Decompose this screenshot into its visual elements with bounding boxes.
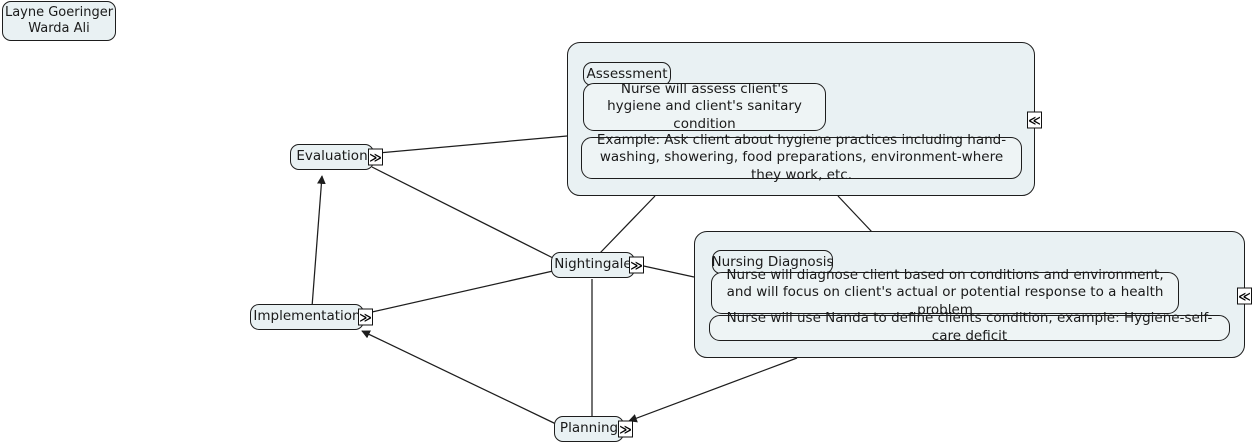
edge-assessment-nursingdiagnosis xyxy=(837,195,873,233)
panel-assessment-detail-1[interactable]: Nurse will assess client's hygiene and c… xyxy=(583,80,826,132)
expand-chevron-icon: ≫ xyxy=(619,422,632,436)
node-evaluation-label: Evaluation xyxy=(296,148,368,165)
edge-nursingdiagnosis-planning xyxy=(628,357,798,423)
panel-nursing-diagnosis-title[interactable]: Nursing Diagnosis xyxy=(711,250,834,274)
collapse-chevron-icon: ≪ xyxy=(1238,289,1251,303)
edge-nightingale-implementation xyxy=(371,270,554,313)
panel-assessment-title-label: Assessment xyxy=(586,66,668,82)
edge-evaluation-nightingale xyxy=(371,166,554,259)
panel-assessment-collapse-icon[interactable]: ≪ xyxy=(1027,111,1042,129)
node-planning-label: Planning xyxy=(559,420,619,437)
expand-chevron-icon: ≫ xyxy=(369,150,382,164)
panel-assessment-detail-2[interactable]: Example: Ask client about hygiene practi… xyxy=(581,132,1022,183)
expand-chevron-icon: ≫ xyxy=(630,258,643,272)
node-nightingale[interactable]: Nightingale ≫ xyxy=(551,252,644,278)
node-planning[interactable]: Planning ≫ xyxy=(554,416,633,442)
panel-nursing-diagnosis-detail-1[interactable]: Nurse will diagnose client based on cond… xyxy=(711,267,1179,318)
node-implementation-label: Implementation xyxy=(253,308,361,325)
expand-chevron-icon: ≫ xyxy=(359,310,372,324)
edge-nightingale-nursingdiagnosis xyxy=(638,264,695,278)
node-implementation[interactable]: Implementation ≫ xyxy=(250,304,373,330)
panel-nursing-diagnosis-detail-1-label: Nurse will diagnose client based on cond… xyxy=(726,266,1164,318)
panel-nursing-diagnosis-title-label: Nursing Diagnosis xyxy=(711,254,834,270)
panel-nursing-diagnosis-collapse-icon[interactable]: ≪ xyxy=(1237,287,1252,305)
node-evaluation-expand-icon[interactable]: ≫ xyxy=(368,148,383,166)
edge-assessment-nightingale xyxy=(599,195,656,254)
collapse-chevron-icon: ≪ xyxy=(1028,113,1041,127)
author-box: Layne Goeringer Warda Ali xyxy=(2,1,116,41)
edge-evaluation-assessment xyxy=(377,135,568,154)
author-line-1: Layne Goeringer xyxy=(4,4,114,20)
panel-assessment-detail-1-label: Nurse will assess client's hygiene and c… xyxy=(607,80,802,132)
panel-nursing-diagnosis[interactable]: Nursing Diagnosis Nurse will diagnose cl… xyxy=(694,231,1252,358)
panel-nursing-diagnosis-detail-2-label: Nurse will use Nanda to define clients c… xyxy=(726,310,1213,344)
panel-nursing-diagnosis-detail-2[interactable]: Nurse will use Nanda to define clients c… xyxy=(709,310,1230,344)
edge-implementation-evaluation xyxy=(311,175,326,308)
node-evaluation[interactable]: Evaluation ≫ xyxy=(290,144,383,170)
node-nightingale-expand-icon[interactable]: ≫ xyxy=(629,256,644,274)
node-implementation-expand-icon[interactable]: ≫ xyxy=(358,308,373,326)
panel-assessment-detail-2-label: Example: Ask client about hygiene practi… xyxy=(596,131,1007,183)
panel-assessment[interactable]: Assessment Nurse will assess client's hy… xyxy=(567,42,1042,196)
edge-planning-implementation xyxy=(361,330,557,425)
author-line-2: Warda Ali xyxy=(28,21,90,36)
node-nightingale-label: Nightingale xyxy=(554,256,632,273)
node-planning-expand-icon[interactable]: ≫ xyxy=(618,420,633,438)
